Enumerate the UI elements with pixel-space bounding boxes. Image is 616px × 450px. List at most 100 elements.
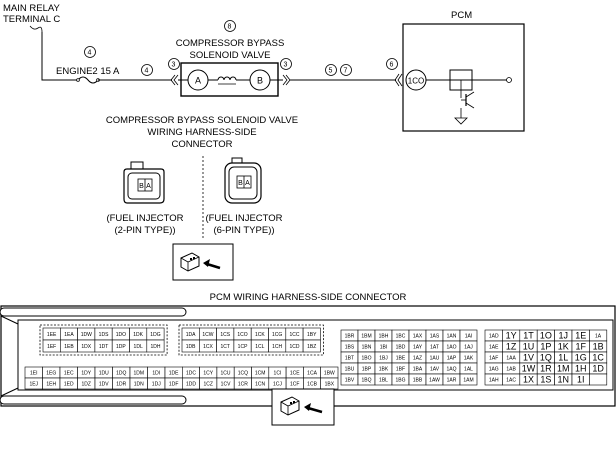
pin-label: 1AQ [446, 367, 456, 373]
pin-label: 1AF [489, 356, 498, 362]
pin-label: 1DS [99, 332, 109, 338]
pin-label: 1DI [152, 371, 160, 377]
pin-label: 1DT [99, 344, 108, 350]
pin-label: 1L [558, 353, 568, 363]
pin-label: 1DP [116, 344, 126, 350]
pin-label: 1DM [133, 371, 144, 377]
pin-label: 1DH [150, 344, 160, 350]
pin-label: 1AL [464, 367, 473, 373]
pin-label: 1AV [430, 367, 440, 373]
pin-label: 1BC [396, 334, 406, 340]
connector-6pin: B A [224, 157, 262, 204]
pin-label: 1CL [255, 344, 264, 350]
conn1-pin-a: A [146, 183, 151, 190]
callout-3-right: 3 [284, 62, 288, 69]
callout-8: 8 [228, 24, 232, 31]
pin-label: 1CQ [238, 371, 248, 377]
pin-label: 1EH [46, 382, 56, 388]
pin-label: 1V [523, 353, 534, 363]
plug-view-icon [172, 243, 234, 281]
pin-label: 1BY [307, 332, 317, 338]
pin-label: 1K [558, 342, 569, 352]
pin-label: 1ED [64, 382, 74, 388]
conn2-caption-1: (FUEL INJECTOR [205, 213, 282, 224]
pin-cell [459, 373, 478, 386]
pin-label: 1EF [47, 344, 56, 350]
pin-label: 1Q [540, 353, 552, 363]
valve-pin-b-label: B [257, 76, 263, 86]
pin-label: 1AG [489, 367, 499, 373]
plug-view-icon-bottom [271, 388, 335, 426]
pin-label: 1T [523, 331, 534, 341]
pin-label: 1AT [430, 345, 439, 351]
pin-label: 1CN [255, 382, 265, 388]
pin-label: 1Y [506, 331, 517, 341]
pin-label: 1DC [186, 371, 196, 377]
pin-label: 1CU [221, 371, 231, 377]
pin-label: 1AA [506, 356, 516, 362]
pin-label: 1R [540, 364, 552, 374]
pin-label: 1DX [81, 344, 91, 350]
pin-label: 1CJ [273, 382, 282, 388]
fuse-icon [77, 76, 99, 84]
pin-label: 1G [575, 353, 587, 363]
pin-label: 1AZ [413, 356, 422, 362]
pin-label: 1CA [307, 371, 317, 377]
pin-label: 1BJ [379, 356, 388, 362]
terminal-mark [29, 25, 43, 33]
harness-title-3: CONNECTOR [171, 139, 232, 150]
pin-label: 1Z [506, 342, 517, 352]
pin-label: 1BE [396, 356, 406, 362]
pin-label: 1CT [221, 344, 230, 350]
pin-label: 1DN [134, 382, 144, 388]
pin-label: 1B [593, 342, 604, 352]
pin-label: 1AJ [464, 345, 473, 351]
pin-label: 1I [577, 375, 585, 385]
pin-label: 1AN [447, 334, 457, 340]
pin-label: 1J [559, 331, 569, 341]
pin-label: 1E [575, 331, 586, 341]
conn2-pin-b: B [238, 180, 243, 187]
pin-label: 1BB [413, 378, 423, 384]
pin-label: 1DF [169, 382, 178, 388]
pin-label: 1CM [255, 371, 266, 377]
pin-label: 1BL [379, 378, 388, 384]
connector-2pin: B A [123, 161, 165, 204]
pin-label: 1BA [413, 367, 423, 373]
pin-label: 1BZ [307, 344, 316, 350]
pcm-label: PCM [451, 10, 472, 21]
pin-label: 1DO [116, 332, 126, 338]
pin-label: 1AX [413, 334, 423, 340]
pin-label: 1AM [463, 378, 473, 384]
pin-label: 1DA [186, 332, 196, 338]
pin-label: 1DZ [82, 382, 91, 388]
pin-label: 1BF [396, 367, 405, 373]
pin-label: 1DB [186, 344, 196, 350]
pcm-connector-chevron [394, 73, 403, 87]
pin-label: 1AI [465, 334, 473, 340]
fuse-label: ENGINE2 15 A [56, 66, 120, 77]
pin-cell [302, 339, 321, 353]
pin-label: 1AO [446, 345, 456, 351]
pin-label: 1CX [203, 344, 213, 350]
pin-label: 1N [558, 375, 570, 385]
pin-label: 1AE [489, 345, 499, 351]
pin-label: 1EA [64, 332, 74, 338]
pin-label: 1F [575, 342, 586, 352]
pin-label: 1BP [362, 367, 372, 373]
pin-label: 1CH [272, 344, 282, 350]
pin-label: 1AS [430, 334, 440, 340]
pin-label: 1P [540, 342, 551, 352]
pin-label: 1BO [361, 356, 371, 362]
pin-label: 1DR [116, 382, 126, 388]
harness-title-2: WIRING HARNESS-SIDE [147, 127, 256, 138]
pin-label: 1CW [202, 332, 213, 338]
connector-chevron-right [282, 74, 291, 86]
